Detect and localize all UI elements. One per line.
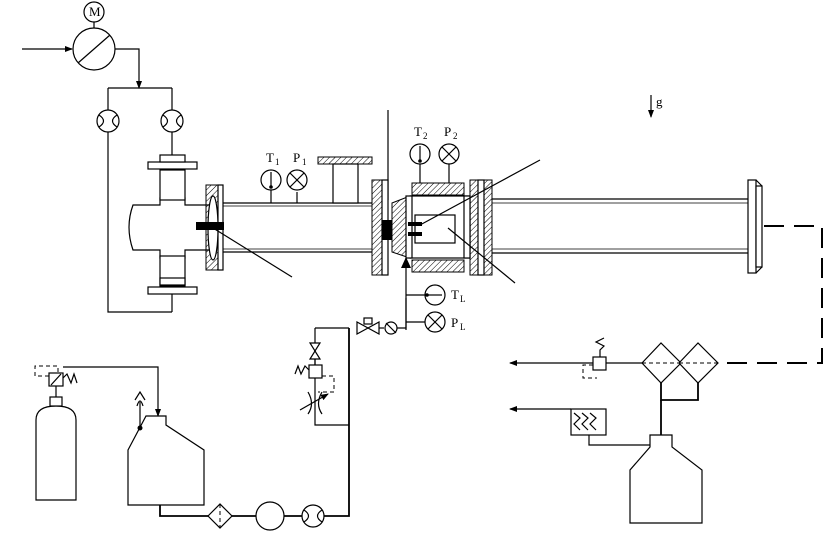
gauge-p2: P 2 xyxy=(438,124,460,165)
t1-sub: 1 xyxy=(275,157,280,167)
gauge-t1: T 1 xyxy=(260,150,282,191)
t2-sub: 2 xyxy=(423,131,428,141)
gauge-t2: T 2 xyxy=(409,124,431,165)
liquid-tank xyxy=(127,390,220,517)
gauge-p1: P 1 xyxy=(286,150,308,191)
p1-label: P xyxy=(293,150,300,165)
relief-valve-right-icon xyxy=(592,356,607,371)
tl-sub: L xyxy=(460,294,466,304)
inlet-plenum xyxy=(128,154,216,295)
exhaust-line xyxy=(714,225,823,364)
collection-tank-icon xyxy=(629,434,703,524)
pl-label: P xyxy=(451,315,458,330)
outlet-pipe xyxy=(483,179,763,276)
gas-cylinder-icon xyxy=(35,405,77,501)
gauge-tl: T L xyxy=(424,284,466,306)
gravity-indicator: g xyxy=(648,94,663,118)
motor-icon xyxy=(83,1,105,23)
p2-label: P xyxy=(444,124,451,139)
bypass-relief-valve xyxy=(294,342,335,415)
gravity-label: g xyxy=(656,94,663,109)
p1-sub: 1 xyxy=(302,157,307,167)
needle-valve-icon xyxy=(356,320,370,336)
liquid-tank-icon xyxy=(127,415,205,506)
liquid-pump-icon xyxy=(255,501,285,531)
t2-label: T xyxy=(414,124,422,139)
liquid-flowmeter-icon xyxy=(301,504,325,528)
motor-label: M xyxy=(89,4,101,19)
air-flowmeter-right-icon xyxy=(160,109,184,133)
blower-group: M xyxy=(22,1,142,89)
left-flange xyxy=(196,184,224,271)
air-flowmeter-left-icon xyxy=(96,109,120,133)
t1-label: T xyxy=(266,150,274,165)
gauge-pl: P L xyxy=(424,311,466,333)
separator-unit xyxy=(509,337,719,524)
tl-label: T xyxy=(451,287,459,302)
liquid-feed-valves xyxy=(356,294,425,336)
test-section xyxy=(371,110,541,330)
pl-sub: L xyxy=(460,322,466,332)
liquid-line xyxy=(207,327,350,531)
gas-cylinder xyxy=(34,365,161,501)
horizontal-test-pipe xyxy=(212,156,373,278)
p2-sub: 2 xyxy=(453,131,458,141)
